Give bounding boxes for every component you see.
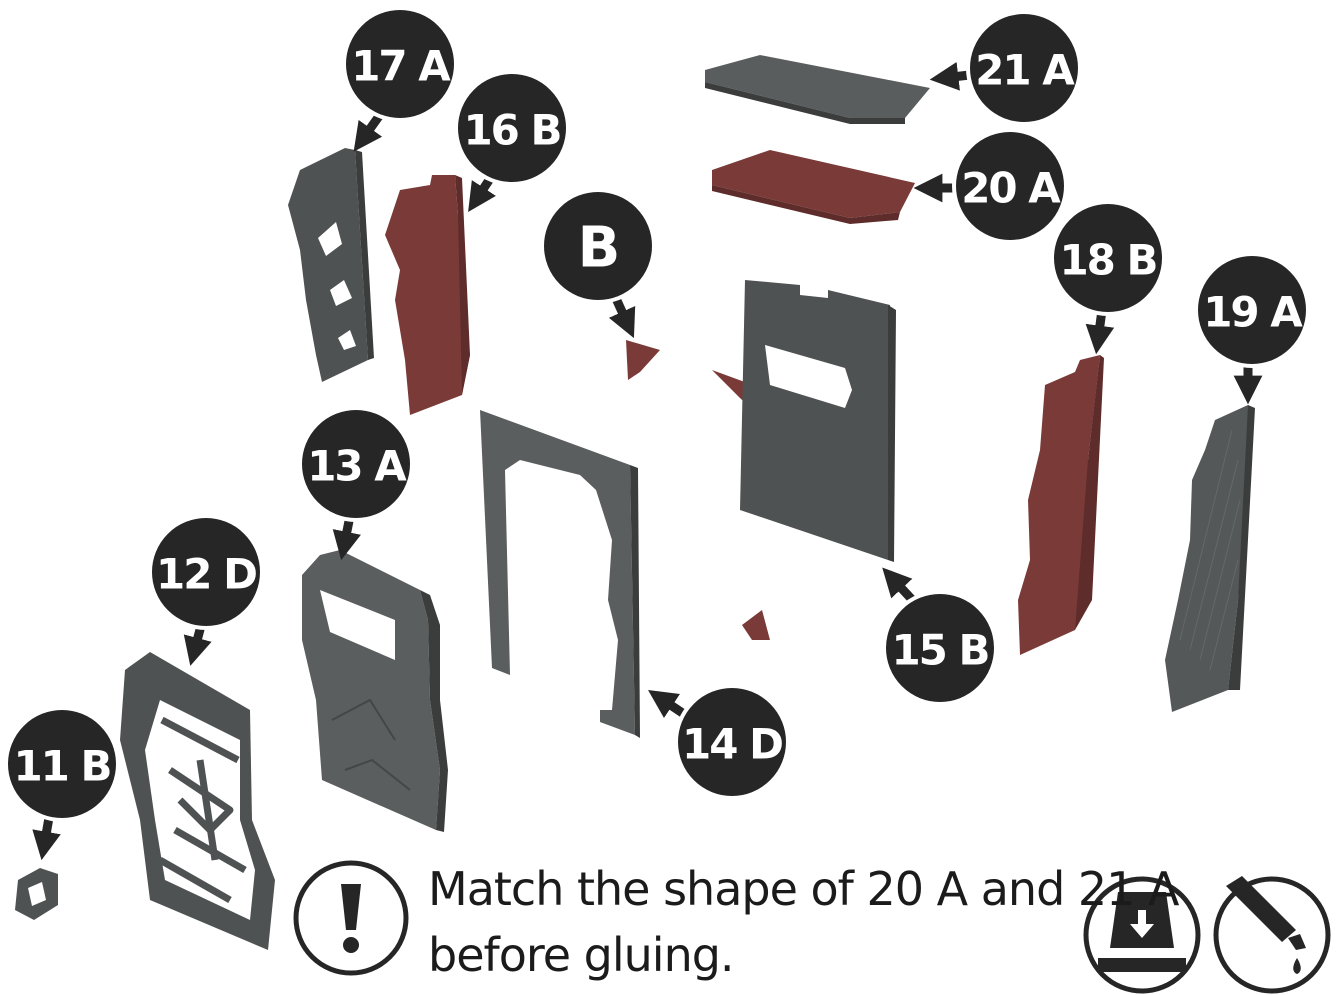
part-18b: [1018, 355, 1104, 655]
callout-b: B: [542, 190, 654, 302]
glue-bottle-icon: [1216, 876, 1328, 991]
callout-11b: 11 B: [6, 708, 118, 820]
callout-20a: 20 A: [954, 130, 1066, 242]
part-16b: [385, 175, 470, 415]
callout-12d: 12 D: [150, 516, 262, 628]
callout-14d: 14 D: [676, 686, 788, 798]
callout-label: 15 B: [891, 626, 988, 675]
callout-label: B: [578, 216, 619, 281]
part-17a: [288, 148, 374, 382]
note-text-line-1: Match the shape of 20 A and 21 A: [428, 862, 1179, 916]
callout-label: 14 D: [682, 720, 782, 769]
callout-label: 21 A: [975, 46, 1075, 95]
callout-label: 17 A: [351, 42, 451, 91]
callout-21a: 21 A: [968, 12, 1080, 124]
part-15b: [740, 280, 896, 562]
callout-label: 16 B: [463, 106, 560, 155]
callout-label: 11 B: [13, 742, 110, 791]
part-11b: [15, 868, 58, 920]
callout-label: 13 A: [307, 442, 407, 491]
part-21a: [705, 55, 930, 124]
callout-label: 12 D: [156, 550, 256, 599]
callout-19a: 19 A: [1196, 254, 1308, 366]
callout-label: 18 B: [1059, 236, 1156, 285]
note-text-line-2: before gluing.: [428, 928, 734, 982]
callout-17a: 17 A: [344, 8, 456, 120]
callout-label: 20 A: [961, 164, 1061, 213]
exclamation-icon: [296, 863, 406, 973]
callout-18b: 18 B: [1052, 202, 1164, 314]
callout-16b: 16 B: [456, 72, 568, 184]
part-20a: [712, 150, 915, 224]
part-19a: [1165, 405, 1255, 712]
callout-13a: 13 A: [300, 408, 412, 520]
part-14d: [480, 410, 640, 738]
part-13a: [302, 550, 448, 832]
part-12d: [120, 652, 275, 950]
callout-label: 19 A: [1203, 288, 1303, 337]
callout-15b: 15 B: [884, 592, 996, 704]
